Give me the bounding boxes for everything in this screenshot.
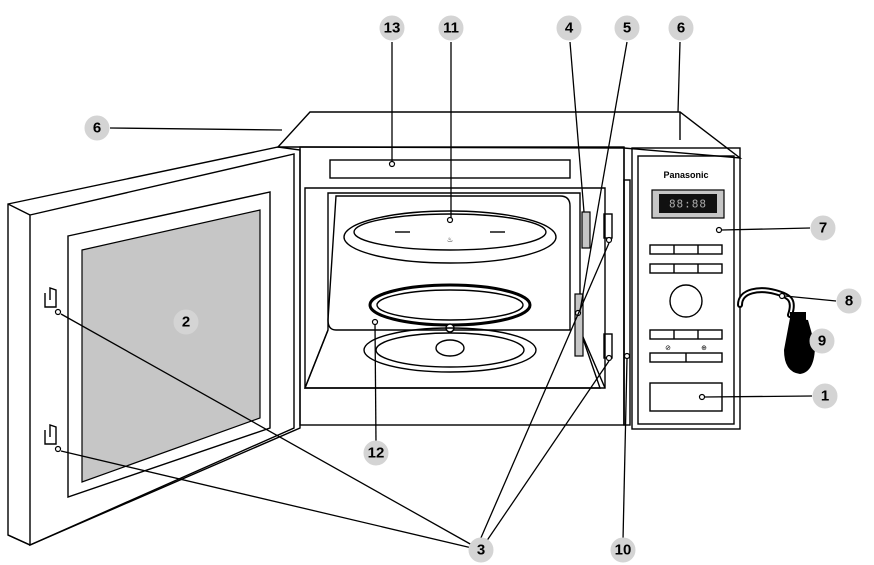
door-hook-lower xyxy=(44,424,57,445)
callout-6-top: 6 xyxy=(668,15,694,41)
callout-11: 11 xyxy=(438,15,464,41)
callout-10: 10 xyxy=(610,537,636,563)
callout-4: 4 xyxy=(556,15,582,41)
svg-text:7: 7 xyxy=(819,220,827,237)
microwave-body xyxy=(276,111,743,426)
svg-text:9: 9 xyxy=(818,333,826,350)
display-readout: 88:88 xyxy=(669,198,707,211)
svg-text:6: 6 xyxy=(677,20,685,37)
oven-door xyxy=(7,146,301,547)
door-window xyxy=(81,209,261,483)
glass-tray: ♨ xyxy=(343,210,557,264)
svg-text:10: 10 xyxy=(615,542,632,559)
callout-1: 1 xyxy=(812,383,838,409)
leader-lines xyxy=(60,41,837,549)
svg-text:4: 4 xyxy=(565,20,574,37)
svg-text:♨: ♨ xyxy=(447,236,453,244)
display-screen xyxy=(659,194,717,213)
svg-text:8: 8 xyxy=(845,293,853,310)
oven-light xyxy=(581,211,591,249)
dial-knob[interactable] xyxy=(669,284,703,318)
callout-12: 12 xyxy=(363,440,389,466)
callout-7: 7 xyxy=(810,215,836,241)
svg-text:6: 6 xyxy=(93,120,101,137)
door-seal xyxy=(623,179,631,426)
callout-8: 8 xyxy=(836,288,862,314)
start-icon: ⊕ xyxy=(701,344,707,352)
callout-6-left: 6 xyxy=(84,115,110,141)
door-hook-upper xyxy=(44,287,57,308)
svg-text:5: 5 xyxy=(623,20,631,37)
control-panel: Panasonic 88:88 ⊘ ⊕ xyxy=(631,147,741,430)
callout-9: 9 xyxy=(809,328,835,354)
svg-text:1: 1 xyxy=(821,388,829,405)
svg-text:12: 12 xyxy=(368,445,385,462)
callout-5: 5 xyxy=(614,15,640,41)
brand-logo: Panasonic xyxy=(663,170,708,180)
button-row-1[interactable] xyxy=(649,244,723,255)
cavity-floor xyxy=(363,327,537,373)
power-plug xyxy=(784,312,815,374)
callout-13: 13 xyxy=(379,15,405,41)
svg-text:13: 13 xyxy=(384,20,401,37)
power-cord xyxy=(737,287,795,318)
callout-3: 3 xyxy=(468,537,494,563)
button-row-3[interactable] xyxy=(649,329,723,340)
stop-icon: ⊘ xyxy=(665,344,671,352)
grill-heater xyxy=(329,159,571,179)
waveguide-cover xyxy=(574,293,584,357)
svg-text:2: 2 xyxy=(182,314,190,331)
button-row-2[interactable] xyxy=(649,263,723,274)
oven-cavity xyxy=(303,187,606,389)
svg-text:3: 3 xyxy=(477,542,485,559)
roller-ring xyxy=(368,283,532,333)
callout-2: 2 xyxy=(173,309,199,335)
svg-text:11: 11 xyxy=(443,20,459,37)
